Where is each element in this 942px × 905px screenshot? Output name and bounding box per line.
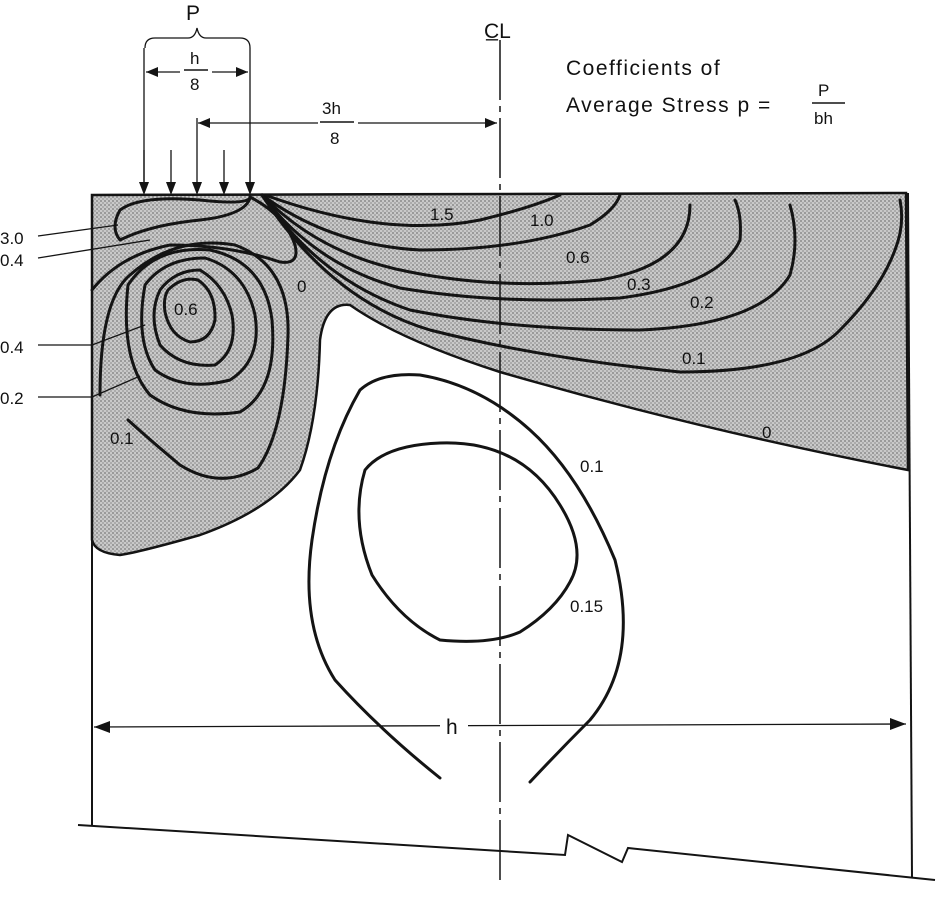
- label-0-3: 0.3: [627, 275, 651, 294]
- load-label: P: [186, 2, 200, 25]
- label-0-right: 0: [762, 423, 771, 442]
- title-line-1: Coefficients of: [566, 57, 721, 80]
- contour-1-5: [263, 193, 562, 228]
- beam-outline-top: [91, 192, 907, 196]
- contour-0-1-left: [98, 241, 290, 480]
- label-0-15: 0.15: [570, 597, 603, 616]
- beam-outline-right: [907, 192, 913, 879]
- callout-0-4: 0.4: [0, 338, 24, 357]
- load-brace: [144, 27, 251, 49]
- contour-0-6-left: [152, 268, 235, 367]
- contour-0-1-lower: [307, 373, 625, 784]
- contour-0-6: [260, 193, 692, 286]
- label-0-6-left: 0.6: [174, 300, 198, 319]
- beam-dim-arrow-l: [94, 721, 110, 733]
- load-width-denominator: 8: [190, 75, 199, 94]
- callout-0-4-leader-b: [91, 324, 146, 346]
- contour-0-2: [260, 193, 797, 332]
- contour-1-0: [260, 193, 622, 252]
- beam-dim-line: [93, 723, 907, 728]
- label-0-mid: 0: [297, 277, 306, 296]
- callout-3-0: 3.0: [0, 229, 24, 248]
- label-0-1-left: 0.1: [110, 429, 134, 448]
- title-denominator: bh: [814, 109, 833, 128]
- callout-0-2: 0.2: [0, 389, 24, 408]
- callout-3-0-leader: [37, 224, 119, 237]
- break-line: [77, 824, 936, 881]
- load-width-arrow-l: [146, 67, 158, 77]
- offset-arrow-r: [485, 118, 497, 128]
- contour-0-6-inner: [162, 277, 217, 344]
- offset-arrow-l: [198, 118, 210, 128]
- centerline-symbol: C̲L: [484, 20, 511, 43]
- beam-dim-label: h: [446, 716, 458, 739]
- label-0-6-top: 0.6: [566, 248, 590, 267]
- load-arrows: [139, 118, 255, 195]
- callout-0-4-upper: 0.4: [0, 251, 24, 270]
- shaded-region: [90, 191, 910, 557]
- label-0-1-lower: 0.1: [580, 457, 604, 476]
- contour-0-3: [260, 193, 742, 302]
- load-width-numerator: h: [190, 49, 199, 68]
- title-numerator: P: [818, 81, 829, 100]
- callout-0-2-leader-b: [91, 375, 141, 398]
- contour-0-4-left: [140, 256, 258, 386]
- offset-numerator: 3h: [322, 99, 341, 118]
- beam-dim-arrow-r: [890, 718, 906, 730]
- contour-0-2-left: [124, 247, 275, 416]
- label-1-5: 1.5: [430, 205, 454, 224]
- contour-0-1-top: [260, 193, 904, 374]
- callout-0-4-upper-leader: [37, 239, 151, 259]
- contour-0-15: [357, 441, 579, 643]
- label-0-2: 0.2: [690, 293, 714, 312]
- load-width-arrow-r: [236, 67, 248, 77]
- label-0-1-top: 0.1: [682, 349, 706, 368]
- title-line-2: Average Stress p =: [566, 94, 772, 117]
- contour-3-0: [113, 196, 252, 242]
- offset-denominator: 8: [330, 129, 339, 148]
- label-1-0: 1.0: [530, 211, 554, 230]
